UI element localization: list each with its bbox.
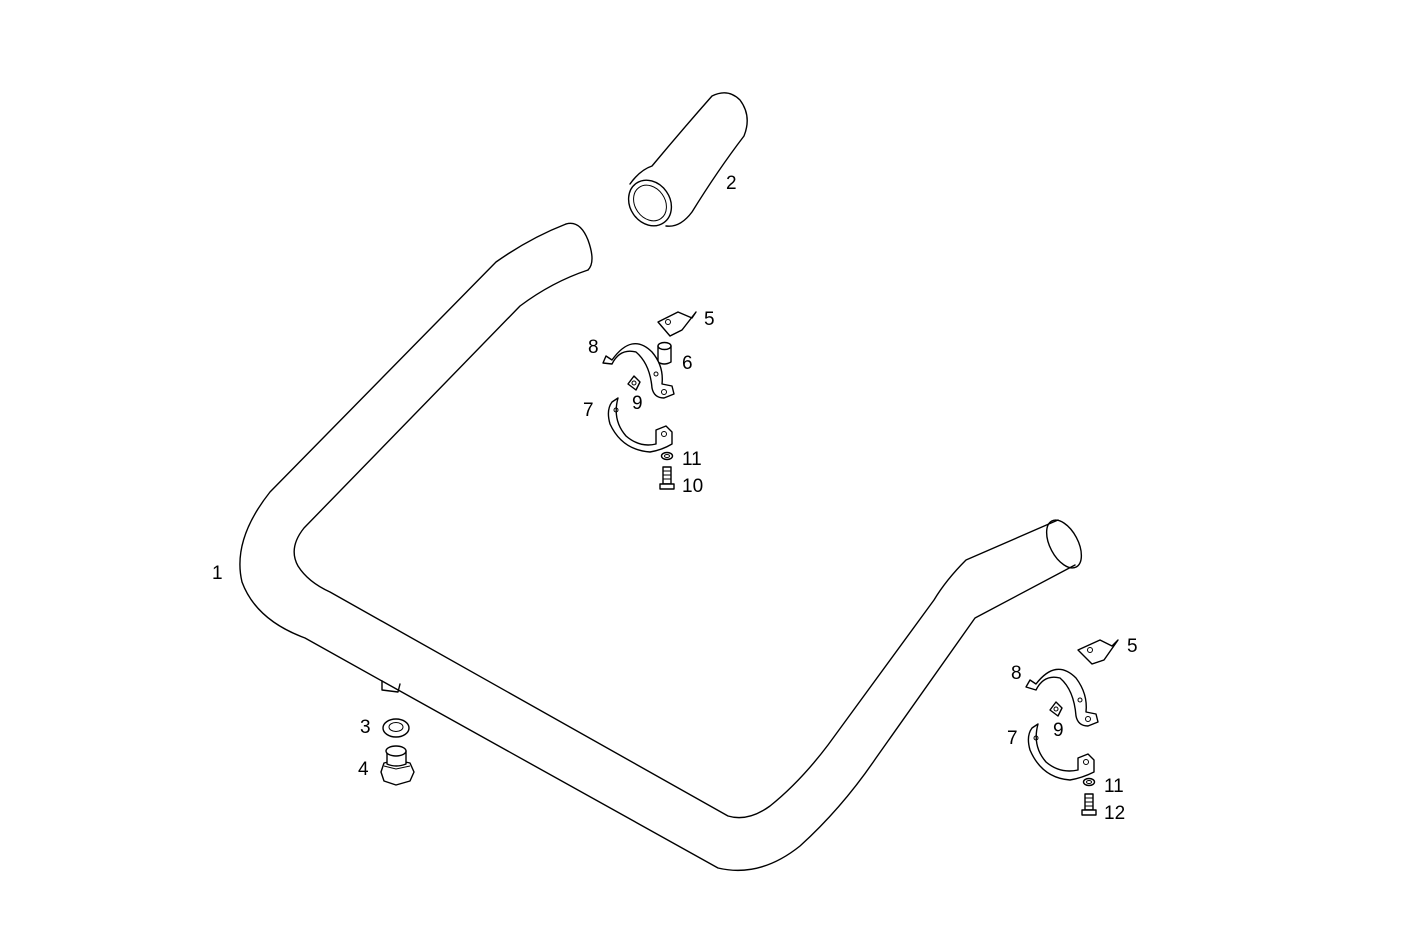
callout-10-top: 10 <box>682 476 703 497</box>
bolt-right-part <box>1081 793 1097 816</box>
spacer-top-part <box>657 341 672 365</box>
bolt-top-part <box>659 466 675 490</box>
callout-8-top: 8 <box>588 337 599 358</box>
callout-11-top: 11 <box>682 449 702 470</box>
callout-12-right: 12 <box>1104 803 1125 824</box>
clamp-upper-top-part <box>602 343 675 399</box>
callout-4: 4 <box>358 759 369 780</box>
clamp-lower-right-part <box>1027 723 1095 781</box>
callout-5-right: 5 <box>1127 636 1138 657</box>
washer-part <box>382 718 410 738</box>
callout-6-top: 6 <box>682 353 693 374</box>
bracket-right-part <box>1077 639 1119 665</box>
washer-small-right-part <box>1082 777 1096 787</box>
callout-7-right: 7 <box>1007 728 1018 749</box>
washer-small-top-part <box>660 451 674 461</box>
hose-part <box>627 92 748 227</box>
clamp-upper-right-part <box>1025 668 1099 727</box>
callout-11-right: 11 <box>1104 776 1124 797</box>
bracket-top-part <box>657 311 697 337</box>
callout-2: 2 <box>726 173 737 194</box>
nut-top-part <box>627 375 641 391</box>
callout-9-top: 9 <box>632 393 643 414</box>
clamp-lower-top-part <box>607 397 673 453</box>
callout-5-top: 5 <box>704 309 715 330</box>
pipe-part <box>239 222 1083 872</box>
callout-3: 3 <box>360 717 371 738</box>
nut-right-part <box>1049 701 1063 717</box>
callout-9-right: 9 <box>1053 720 1064 741</box>
plug-part <box>380 745 415 786</box>
callout-1: 1 <box>212 563 223 584</box>
callout-7-top: 7 <box>583 400 594 421</box>
callout-8-right: 8 <box>1011 663 1022 684</box>
